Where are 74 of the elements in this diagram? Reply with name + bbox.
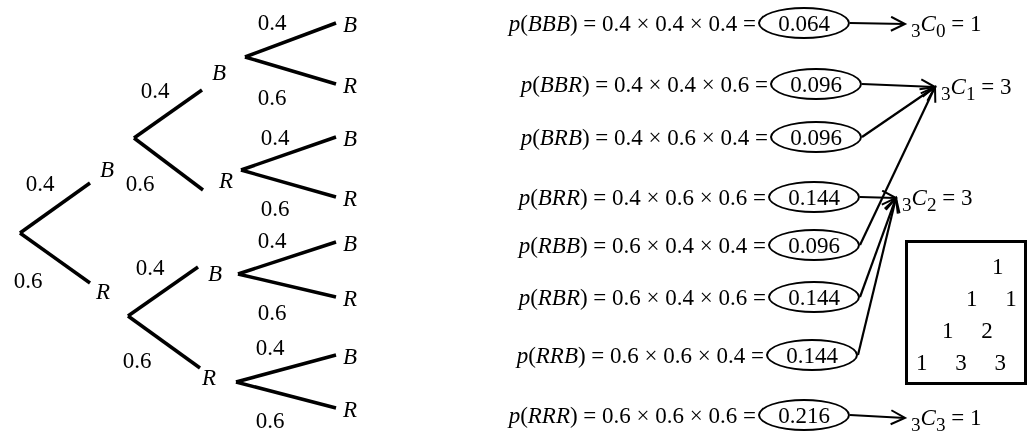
outcome-letter: B xyxy=(343,345,358,368)
branch-line xyxy=(19,231,91,285)
edge-label: 0.6 xyxy=(257,85,287,109)
edge-label: 0.4 xyxy=(255,335,285,359)
branch-line xyxy=(19,181,91,235)
outcome-letter: B xyxy=(343,13,358,36)
combination-value: $_{3}$C$_{3}$ = 1 xyxy=(905,403,995,433)
branch-line xyxy=(244,21,337,59)
branch-letter: R xyxy=(219,169,234,192)
circled-probability: 0.144 xyxy=(768,181,860,213)
edge-label: 0.4 xyxy=(140,78,170,102)
branch-line xyxy=(235,380,337,410)
circled-probability: 0.144 xyxy=(766,339,858,371)
probability-formula: p(BRR) = 0.4 × 0.6 × 0.6 = xyxy=(518,185,766,209)
outcome-letter: R xyxy=(343,187,358,210)
probability-formula: p(RRB) = 0.6 × 0.6 × 0.4 = xyxy=(516,343,764,367)
branch-line xyxy=(244,55,337,86)
circled-probability: 0.144 xyxy=(768,281,860,313)
combination-value: $_{3}$C$_{0}$ = 1 xyxy=(905,9,995,39)
branch-line xyxy=(235,353,337,384)
branch-line xyxy=(237,272,337,299)
branch-line xyxy=(237,240,337,276)
branch-line xyxy=(240,135,337,172)
outcome-letter: R xyxy=(343,74,358,97)
branch-line xyxy=(127,265,199,318)
probability-formula: p(BBR) = 0.4 × 0.4 × 0.6 = xyxy=(520,72,768,96)
branch-letter: B xyxy=(100,158,115,181)
edge-label: 0.6 xyxy=(13,268,43,292)
outcome-letter: B xyxy=(343,232,358,255)
circled-probability: 0.096 xyxy=(768,229,860,261)
probability-formula: p(RRR) = 0.6 × 0.6 × 0.6 = xyxy=(508,403,756,427)
circled-probability: 0.096 xyxy=(770,68,862,100)
outcome-letter: B xyxy=(343,127,358,150)
branch-letter: B xyxy=(208,262,223,285)
number-row: 1 3 3 xyxy=(916,351,1006,374)
edge-label: 0.4 xyxy=(135,255,165,279)
arrow xyxy=(859,86,937,246)
edge-label: 0.6 xyxy=(122,348,152,372)
arrow xyxy=(856,197,901,356)
edge-label: 0.6 xyxy=(255,408,285,432)
outcome-letter: R xyxy=(343,287,358,310)
arrow xyxy=(849,409,906,426)
number-row: 1 1 xyxy=(966,287,1017,310)
branch-line xyxy=(126,314,202,370)
arrow xyxy=(861,86,936,138)
edge-label: 0.6 xyxy=(260,196,290,220)
number-row: 1 xyxy=(992,255,1004,278)
edge-label: 0.4 xyxy=(257,228,287,252)
circled-probability: 0.216 xyxy=(758,399,850,431)
circled-probability: 0.064 xyxy=(758,7,850,39)
probability-formula: p(BRB) = 0.4 × 0.6 × 0.4 = xyxy=(520,125,768,149)
branch-line xyxy=(132,136,205,192)
arrow xyxy=(859,189,897,206)
branch-line xyxy=(240,168,337,199)
number-row: 1 2 xyxy=(942,319,993,342)
combination-value: $_{3}$C$_{1}$ = 3 xyxy=(935,72,1025,102)
probability-formula: p(RBR) = 0.6 × 0.4 × 0.6 = xyxy=(518,285,766,309)
outcome-letter: R xyxy=(343,398,358,421)
circled-probability: 0.096 xyxy=(770,121,862,153)
arrow xyxy=(858,197,899,298)
branch-letter: R xyxy=(202,366,217,389)
arrow xyxy=(850,15,906,32)
edge-label: 0.6 xyxy=(257,300,287,324)
edge-label: 0.6 xyxy=(125,171,155,195)
probability-formula: p(RBB) = 0.6 × 0.4 × 0.4 = xyxy=(518,233,766,257)
branch-letter: R xyxy=(96,280,111,303)
arrow xyxy=(861,78,936,95)
branch-letter: B xyxy=(212,61,227,84)
edge-label: 0.4 xyxy=(25,171,55,195)
probability-formula: p(BBB) = 0.4 × 0.4 × 0.4 = xyxy=(508,11,756,35)
combination-value: $_{3}$C$_{2}$ = 3 xyxy=(896,183,986,213)
edge-label: 0.4 xyxy=(257,10,287,34)
edge-label: 0.4 xyxy=(260,125,290,149)
branch-line xyxy=(133,88,203,140)
